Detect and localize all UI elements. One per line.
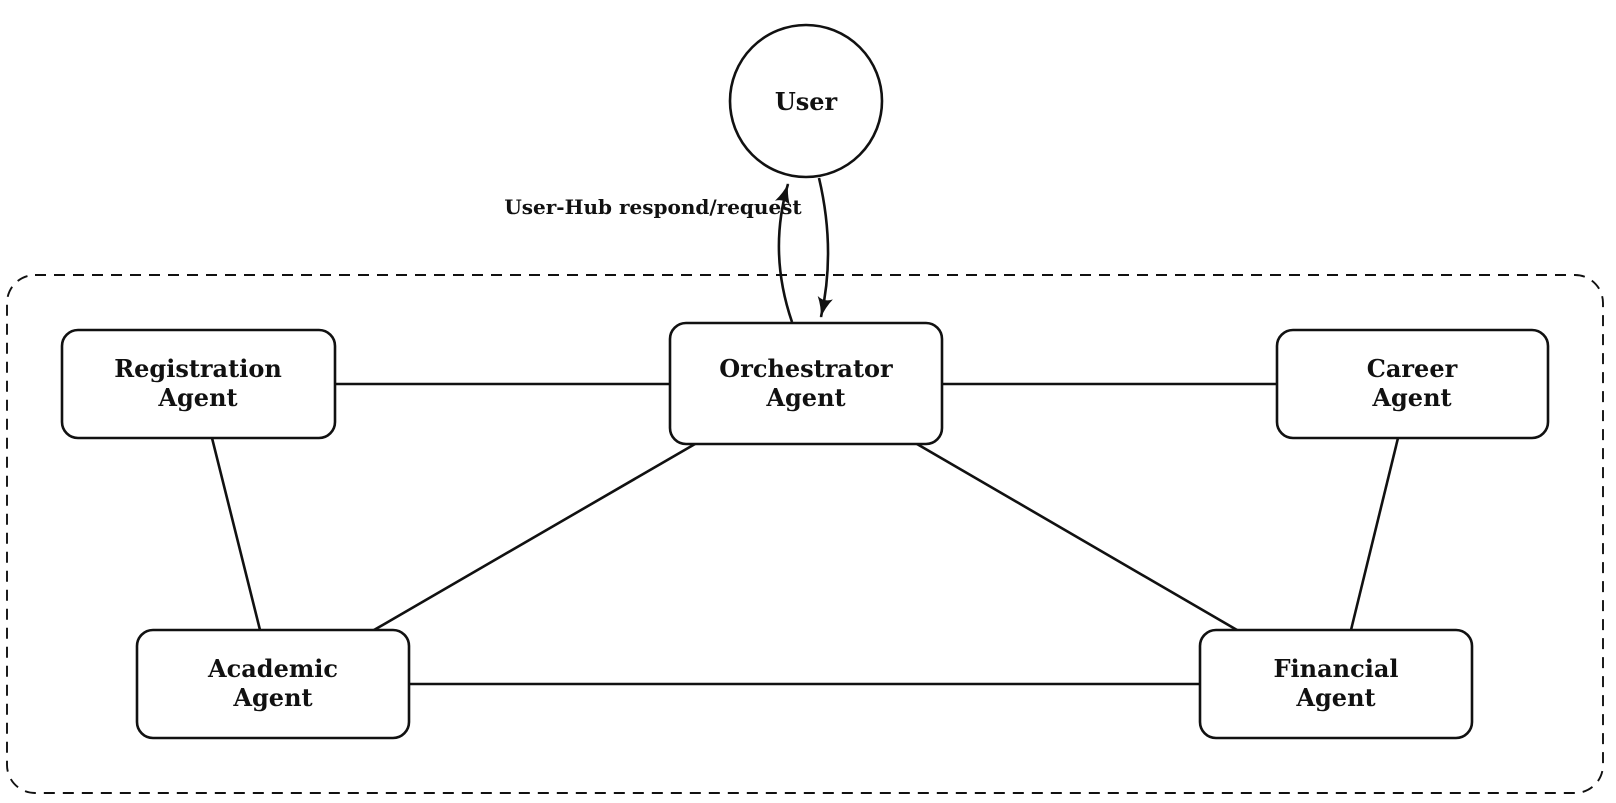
registration-agent-box xyxy=(60,328,337,440)
academic-agent-node: Academic Agent xyxy=(135,628,411,740)
financial-agent-node: Financial Agent xyxy=(1198,628,1474,740)
financial-agent-label-line1: Financial xyxy=(1273,654,1398,683)
registration-agent-label-line2: Agent xyxy=(157,383,237,412)
financial-agent-box xyxy=(1198,628,1474,740)
arrow-hub-to-user xyxy=(774,183,794,323)
edge-orchestrator-financial xyxy=(916,442,1238,632)
user-node-circle xyxy=(728,23,884,179)
orchestrator-agent-box xyxy=(668,321,944,446)
orchestrator-agent-label-line1: Orchestrator xyxy=(719,354,893,383)
hub-boundary-dashed-border xyxy=(6,274,1604,794)
financial-agent-label-line2: Agent xyxy=(1295,683,1375,712)
career-agent-node: Career Agent xyxy=(1275,328,1550,440)
user-node-label: User xyxy=(775,87,838,116)
academic-agent-box xyxy=(135,628,411,740)
orchestrator-agent-node: Orchestrator Agent xyxy=(668,321,944,446)
orchestrator-agent-label-line2: Agent xyxy=(765,383,845,412)
academic-agent-label-line2: Agent xyxy=(232,683,312,712)
career-agent-label-line2: Agent xyxy=(1371,383,1451,412)
edge-career-financial xyxy=(1349,437,1400,631)
career-agent-box xyxy=(1275,328,1550,440)
arrow-user-to-hub xyxy=(817,177,833,319)
career-agent-label-line1: Career xyxy=(1367,354,1458,383)
registration-agent-node: Registration Agent xyxy=(60,328,337,440)
registration-agent-label-line1: Registration xyxy=(114,354,282,383)
edge-orchestrator-academic xyxy=(373,442,696,632)
edge-label-user-hub: User-Hub respond/request xyxy=(504,195,802,219)
edge-registration-academic xyxy=(210,437,262,631)
academic-agent-label-line1: Academic xyxy=(207,654,338,683)
user-node: User xyxy=(728,23,884,179)
